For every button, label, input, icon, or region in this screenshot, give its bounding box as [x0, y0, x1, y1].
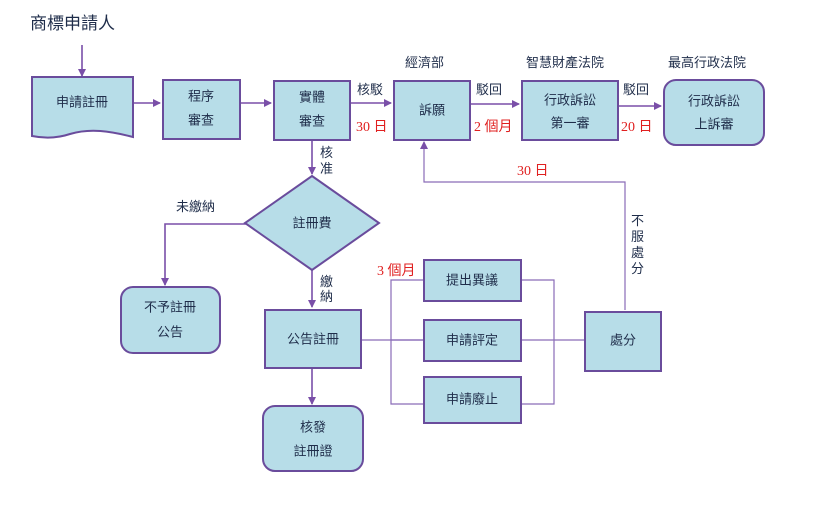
node-certificate: 核發 註冊證 [262, 405, 364, 472]
node-substantive-review: 實體 審查 [273, 80, 351, 141]
deadline-opposition: 3 個月 [377, 263, 416, 279]
label-dismissed-2: 駁回 [623, 83, 649, 98]
agency-ip-court: 智慧財產法院 [526, 55, 604, 71]
label-disagree-2: 服 [631, 230, 644, 245]
bracket-left [390, 279, 424, 405]
svg-text:註冊費: 註冊費 [292, 217, 331, 232]
node-publish: 公告註冊 [264, 309, 362, 369]
svg-text:公告註冊: 公告註冊 [287, 333, 339, 348]
svg-text:核發: 核發 [300, 421, 326, 436]
node-admin-litigation-first: 行政訴訟 第一審 [521, 80, 619, 141]
arrow-fee-to-not-published [161, 223, 246, 286]
label-disagree-1: 不 [631, 214, 644, 229]
svg-text:不予註冊: 不予註冊 [144, 301, 196, 316]
svg-text:訴願: 訴願 [419, 103, 445, 119]
svg-text:申請廢止: 申請廢止 [446, 393, 498, 408]
deadline-admin1: 2 個月 [474, 119, 513, 135]
svg-text:註冊證: 註冊證 [293, 444, 332, 460]
label-approved-1: 核 [320, 146, 333, 161]
node-invalidation: 申請評定 [423, 319, 522, 362]
label-unpaid: 未繳納 [176, 200, 215, 215]
connectors [78, 45, 662, 405]
applicant-title: 商標申請人 [30, 14, 115, 34]
deadline-disposition-appeal: 30 日 [517, 164, 549, 179]
label-rejected: 核駁 [357, 83, 383, 98]
deadline-admin2: 20 日 [621, 120, 653, 135]
agency-supreme-admin-court: 最高行政法院 [668, 55, 746, 71]
node-fee-decision: 註冊費 [243, 174, 381, 272]
svg-text:第一審: 第一審 [550, 117, 589, 132]
svg-text:行政訴訟: 行政訴訟 [544, 93, 596, 109]
agency-moea: 經濟部 [405, 55, 444, 71]
label-disagree-3: 處 [631, 246, 644, 261]
svg-text:行政訴訟: 行政訴訟 [688, 94, 740, 110]
arrow-disposition-to-appeal [420, 141, 626, 310]
node-disposition: 處分 [584, 311, 662, 372]
node-appeal: 訴願 [393, 80, 471, 141]
node-admin-litigation-appeal: 行政訴訟 上訴審 [663, 79, 765, 146]
svg-text:審查: 審查 [299, 115, 325, 130]
label-dismissed-1: 駁回 [476, 83, 502, 98]
bracket-right [521, 279, 555, 405]
label-paid-2: 納 [320, 290, 333, 305]
svg-text:審查: 審查 [188, 114, 214, 129]
svg-text:公告: 公告 [157, 326, 183, 341]
label-paid-1: 繳 [320, 275, 333, 290]
svg-text:上訴審: 上訴審 [694, 117, 733, 133]
node-revocation: 申請廢止 [423, 376, 522, 424]
node-opposition: 提出異議 [423, 259, 522, 302]
node-formal-review: 程序 審查 [162, 79, 241, 140]
deadline-appeal: 30 日 [356, 120, 388, 135]
svg-text:處分: 處分 [610, 334, 636, 349]
label-disagree-4: 分 [631, 262, 644, 277]
svg-text:實體: 實體 [299, 90, 325, 106]
svg-text:程序: 程序 [188, 90, 214, 105]
node-apply: 申請註冊 [31, 76, 134, 139]
svg-text:申請註冊: 申請註冊 [56, 96, 108, 111]
svg-text:申請評定: 申請評定 [446, 334, 498, 349]
label-approved-2: 准 [320, 162, 333, 177]
svg-text:提出異議: 提出異議 [446, 273, 498, 289]
node-not-published: 不予註冊 公告 [120, 286, 221, 354]
